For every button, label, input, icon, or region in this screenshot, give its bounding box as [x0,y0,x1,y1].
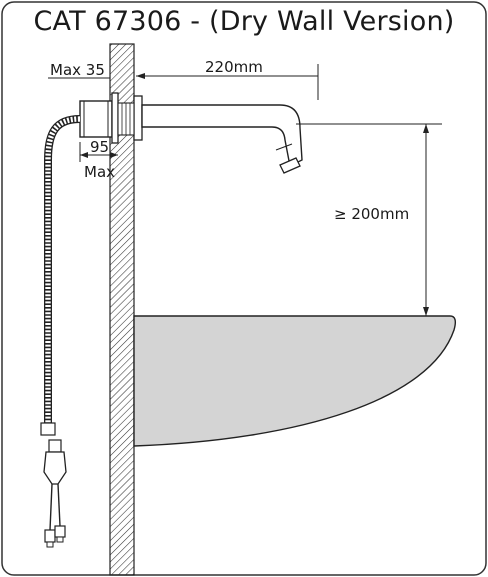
hose-end-fitting [40,422,56,436]
arrowhead [110,152,118,158]
diagram-title: CAT 67306 - (Dry Wall Version) [33,6,455,37]
depth-value-label: 95 [90,138,110,156]
spout [141,104,303,168]
rear-flange [111,92,119,144]
cable [57,483,61,527]
arrowhead [423,124,429,133]
depth-qualifier-label: Max [84,163,116,181]
cable [49,483,53,531]
sensor-connector [48,439,62,453]
braided-hose [44,115,81,425]
arrowhead [423,307,429,316]
cable-plug [44,529,56,543]
spout-reach-label: 220mm [205,58,263,76]
wall-thickness-label: Max 35 [50,61,105,79]
cable-plug-tip [46,541,54,548]
basin-clearance-label: ≥ 200mm [334,205,410,223]
arrowhead [80,152,88,158]
control-box [43,451,67,485]
arrowhead [136,73,145,79]
spout-outlet-line [275,143,293,151]
basin [133,315,457,447]
back-nut [79,100,113,138]
wall-flange [133,95,143,141]
braided-hose-core [45,116,81,425]
spout-outlet [279,157,301,174]
cable-plug-tip [56,536,64,543]
cable-plug [54,525,66,538]
